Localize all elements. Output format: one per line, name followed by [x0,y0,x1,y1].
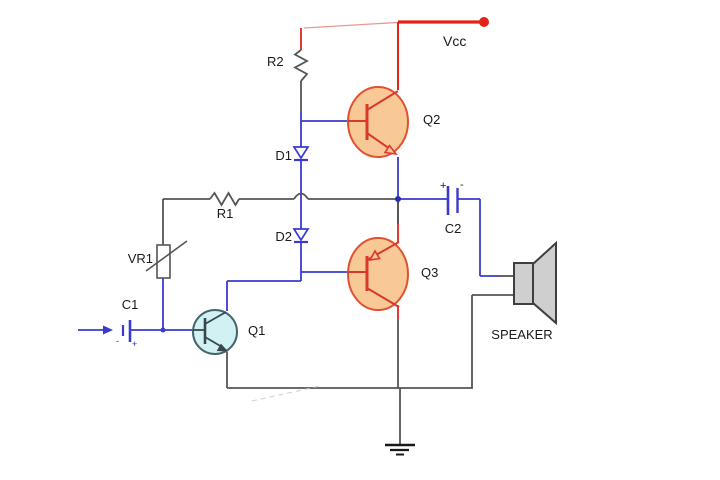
c2-minus-mark: - [460,179,464,191]
r2-label: R2 [267,54,284,69]
output-junction-dot [395,196,401,202]
speaker: SPEAKER [491,240,557,342]
capacitor-C1: - + C1 [116,297,138,349]
resistor-R1: R1 [209,191,240,221]
r2-zigzag [293,49,309,82]
vr1-body [156,244,171,279]
input-arrow-icon [103,325,113,335]
d1-label: D1 [275,148,292,163]
ground-symbol [385,388,415,456]
q2-emitter-inner [366,132,391,150]
q3-emitter-arrow-icon [368,249,381,262]
d2-label: D2 [275,229,292,244]
c2-plus-mark: + [440,180,446,192]
q1-collector-inner [204,311,227,325]
q1-emitter-arrow-icon [216,343,229,352]
q1-body [192,309,238,355]
speaker-body-icon [513,262,534,305]
capacitor-C2: + - C2 [440,179,464,236]
input-signal [78,325,193,335]
artifact-dashed-line [251,385,321,402]
d1-triangle-icon [292,146,310,160]
vr1-wiper-arrow [145,240,188,272]
q2-emitter-arrow-icon [383,144,398,156]
q3-collector-inner [366,287,400,308]
speaker-label: SPEAKER [491,327,552,342]
diode-D2: D2 [275,228,310,244]
vr1-label: VR1 [128,251,153,266]
transistor-Q1: Q1 [192,309,265,355]
input-junction-dot [160,327,166,333]
c1-minus-mark: - [116,336,119,346]
q3-label: Q3 [421,265,438,280]
wire-hop [293,192,309,200]
q3-body [347,237,409,311]
q2-label: Q2 [423,112,440,127]
c1-label: C1 [122,297,139,312]
diode-D1: D1 [275,146,310,163]
transistor-Q3: Q3 [347,237,438,311]
potentiometer-VR1: VR1 [128,240,188,279]
d2-triangle-icon [292,228,310,242]
c2-label: C2 [445,221,462,236]
vcc-label: Vcc [443,33,466,49]
c1-plus-mark: + [132,339,137,349]
q1-emitter-inner [204,336,223,348]
q1-label: Q1 [248,323,265,338]
r1-label: R1 [217,206,234,221]
vcc-terminal-dot [479,17,489,27]
resistor-R2: R2 [267,49,309,82]
r1-zigzag [209,191,240,207]
speaker-cone-icon [532,240,557,326]
r1-feedback-wire [162,192,398,245]
vcc-rail: Vcc [303,17,489,90]
q2-collector-inner [366,90,399,111]
vcc-thin-link-wire [303,21,398,29]
transistor-Q2: Q2 [347,86,440,158]
